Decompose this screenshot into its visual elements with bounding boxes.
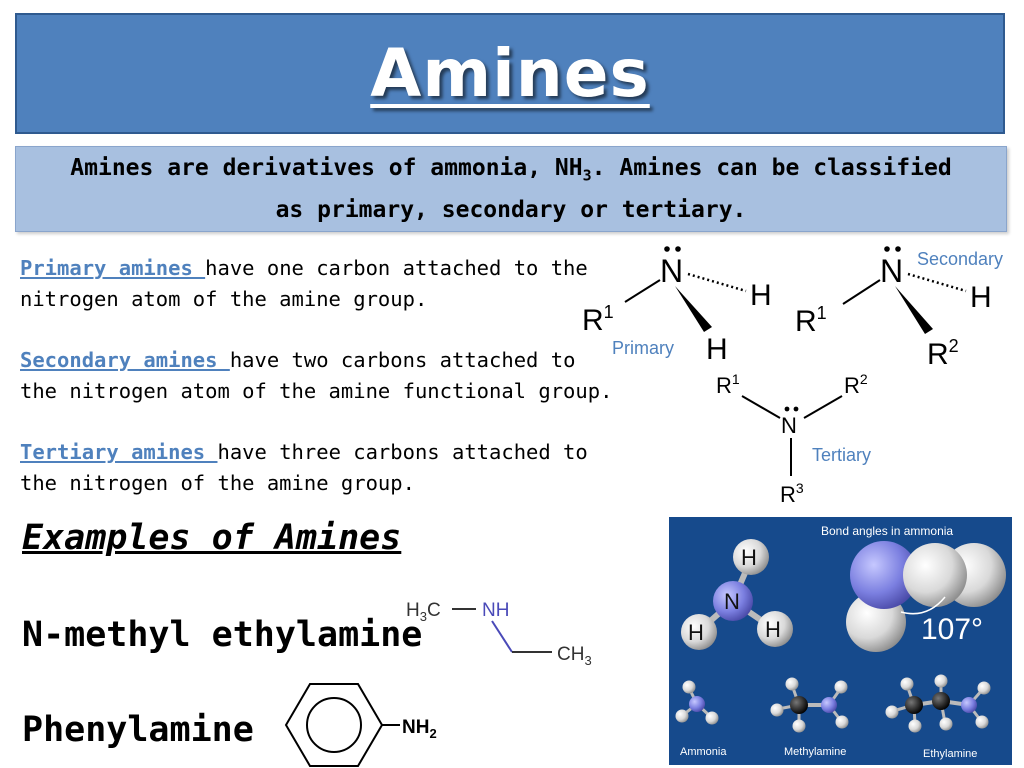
- bond-angle-caption: Bond angles in ammonia: [821, 524, 953, 538]
- intro-line1-sub: 3: [582, 166, 592, 185]
- definition-primary-text: have one carbon attached to the nitrogen…: [20, 256, 588, 311]
- h3c-group: H: [406, 600, 420, 621]
- primary-amine-structure: N R1 H H Primary: [582, 246, 772, 366]
- model-h-label-3: H: [765, 617, 781, 642]
- nh2-group: NH: [402, 717, 429, 738]
- primary-h-atom-1: H: [750, 279, 772, 312]
- intro-line1-a: Amines are derivatives of ammonia, NH: [70, 155, 583, 182]
- tertiary-r3-atom: R: [780, 482, 796, 507]
- model-label-ammonia: Ammonia: [680, 746, 727, 758]
- svg-text:R1: R1: [716, 371, 740, 398]
- ch3-group: CH: [557, 644, 584, 665]
- svg-text:R3: R3: [780, 480, 804, 507]
- slide-title: Amines: [370, 35, 650, 112]
- ammonia-model-panel: Bond angles in ammonia N H H H 107°: [669, 517, 1012, 765]
- svg-text:NH2: NH2: [402, 717, 437, 741]
- amine-structures-diagram: N R1 H H Primary N R1 H R2 Secondary N R…: [582, 246, 1003, 507]
- definition-primary: Primary amines have one carbon attached …: [20, 253, 620, 315]
- n-methyl-ethylamine-structure: H3C NH CH3: [406, 600, 592, 668]
- secondary-label: Secondary: [917, 249, 1003, 269]
- tertiary-r2-atom: R: [844, 373, 860, 398]
- secondary-r1-atom: R: [795, 305, 817, 338]
- term-tertiary[interactable]: Tertiary amines: [20, 440, 218, 464]
- primary-n-atom: N: [660, 253, 683, 289]
- ammonia-models-illustration: Bond angles in ammonia N H H H 107°: [675, 524, 1006, 760]
- definitions: Primary amines have one carbon attached …: [20, 253, 620, 529]
- secondary-n-atom: N: [880, 253, 903, 289]
- definition-tertiary: Tertiary amines have three carbons attac…: [20, 437, 620, 499]
- bond-angle-value: 107°: [921, 613, 983, 646]
- tertiary-amine-structure: N R1 R2 R3 Tertiary: [716, 371, 871, 507]
- definition-secondary: Secondary amines have two carbons attach…: [20, 345, 620, 407]
- svg-text:CH3: CH3: [557, 644, 592, 668]
- example-n-methyl-ethylamine: N-methyl ethylamine: [22, 615, 423, 655]
- definition-tertiary-text: have three carbons attached to the nitro…: [20, 440, 588, 495]
- model-label-ethylamine: Ethylamine: [923, 748, 977, 760]
- secondary-r2-atom: R: [927, 338, 949, 371]
- svg-text:R1: R1: [795, 303, 827, 338]
- secondary-amine-structure: N R1 H R2 Secondary: [795, 246, 1003, 371]
- term-primary[interactable]: Primary amines: [20, 256, 206, 280]
- model-label-methylamine: Methylamine: [784, 746, 846, 758]
- example-phenylamine: Phenylamine: [22, 710, 254, 750]
- nh-group: NH: [482, 600, 509, 621]
- secondary-h-atom: H: [970, 281, 992, 314]
- model-h-label-1: H: [741, 545, 757, 570]
- intro-box: Amines are derivatives of ammonia, NH3. …: [15, 146, 1007, 232]
- tertiary-r1-atom: R: [716, 373, 732, 398]
- primary-label: Primary: [612, 338, 674, 358]
- definition-secondary-text: have two carbons attached to the nitroge…: [20, 348, 613, 403]
- examples-heading: Examples of Amines: [22, 518, 402, 558]
- intro-line1-b: . Amines can be classified: [591, 155, 952, 182]
- svg-text:R1: R1: [582, 302, 614, 337]
- tertiary-n-atom: N: [781, 413, 797, 438]
- phenylamine-structure: NH2: [284, 683, 437, 767]
- tertiary-label: Tertiary: [812, 445, 871, 465]
- intro-line2: as primary, secondary or tertiary.: [275, 196, 747, 223]
- primary-r-atom: R: [582, 304, 604, 337]
- model-n-label: N: [724, 589, 740, 614]
- intro-text: Amines are derivatives of ammonia, NH3. …: [70, 151, 951, 227]
- title-bar: Amines: [15, 13, 1005, 134]
- primary-h-atom-2: H: [706, 333, 728, 366]
- term-secondary[interactable]: Secondary amines: [20, 348, 230, 372]
- svg-text:R2: R2: [927, 336, 959, 371]
- model-h-label-2: H: [688, 620, 704, 645]
- svg-text:R2: R2: [844, 371, 868, 398]
- svg-text:H3C: H3C: [406, 600, 441, 624]
- benzene-ring: [284, 683, 384, 767]
